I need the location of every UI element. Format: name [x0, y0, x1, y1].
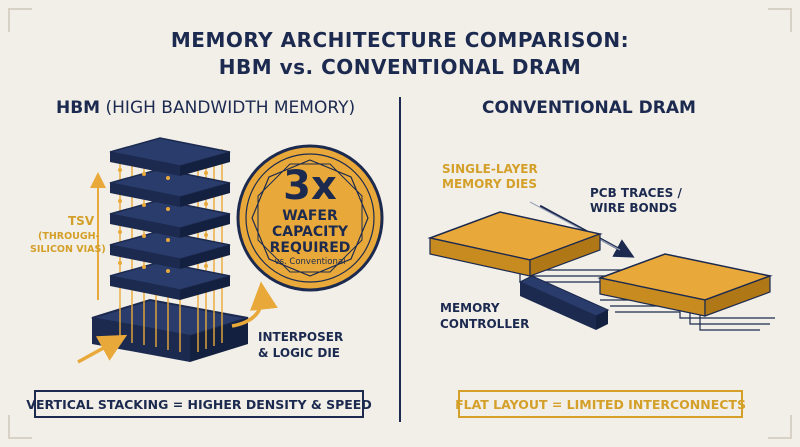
interposer-label-1: INTERPOSER: [258, 330, 344, 344]
dies-label-2: MEMORY DIES: [442, 177, 537, 191]
conventional-summary-box: FLAT LAYOUT = LIMITED INTERCONNECTS: [455, 390, 746, 418]
die-layer: [109, 261, 231, 300]
die-layer: [109, 168, 231, 207]
badge-small-text: vs. Conventional: [274, 257, 346, 267]
badge-line-3: REQUIRED: [269, 240, 351, 256]
badge-line-2: CAPACITY: [271, 224, 349, 240]
base-input-arrow: [77, 334, 128, 364]
memory-die-right: [597, 253, 773, 317]
die-layer-top: [109, 137, 231, 176]
pcb-arrow-shadow: [529, 201, 621, 251]
dies-label-1: SINGLE-LAYER: [442, 162, 538, 176]
corner-decoration-top-left: [8, 8, 32, 32]
die-layer: [109, 230, 231, 269]
corner-decoration-bottom-left: [8, 415, 32, 439]
section-divider: [399, 97, 401, 422]
hbm-heading: HBM (HIGH BANDWIDTH MEMORY): [56, 98, 355, 118]
tsv-label: TSV: [68, 214, 95, 228]
interposer-base: [91, 298, 249, 362]
corner-decoration-top-right: [768, 8, 792, 32]
hbm-heading-expansion: (HIGH BANDWIDTH MEMORY): [105, 98, 356, 118]
die-layer: [109, 199, 231, 238]
conventional-heading: CONVENTIONAL DRAM: [482, 98, 696, 118]
badge-line-1: WAFER: [282, 208, 338, 224]
tsv-sub-2: SILICON VIAS): [30, 244, 106, 255]
memory-die-left: [427, 211, 603, 277]
pcb-label-2: WIRE BONDS: [590, 201, 678, 215]
wafer-capacity-badge: [236, 144, 384, 292]
stacked-dies: [109, 137, 231, 300]
tsv-sub-1: (THROUGH-: [38, 231, 100, 242]
hbm-heading-acronym: HBM: [56, 98, 101, 118]
controller-label-1: MEMORY: [440, 301, 500, 315]
pcb-label-1: PCB TRACES /: [590, 186, 682, 200]
tsv-dots: [118, 168, 208, 273]
memory-controller-chip: [518, 275, 610, 330]
corner-decoration-bottom-right: [768, 415, 792, 439]
page-title-line-2: HBM vs. CONVENTIONAL DRAM: [218, 55, 582, 79]
badge-curved-arrow: [231, 281, 278, 328]
controller-label-2: CONTROLLER: [440, 317, 530, 331]
hbm-summary-box: VERTICAL STACKING = HIGHER DENSITY & SPE…: [26, 390, 372, 418]
badge-multiplier: 3x: [283, 163, 337, 209]
interposer-label-2: & LOGIC DIE: [258, 346, 340, 360]
page-title-line-1: MEMORY ARCHITECTURE COMPARISON:: [170, 28, 630, 52]
hbm-stack: [91, 137, 249, 362]
